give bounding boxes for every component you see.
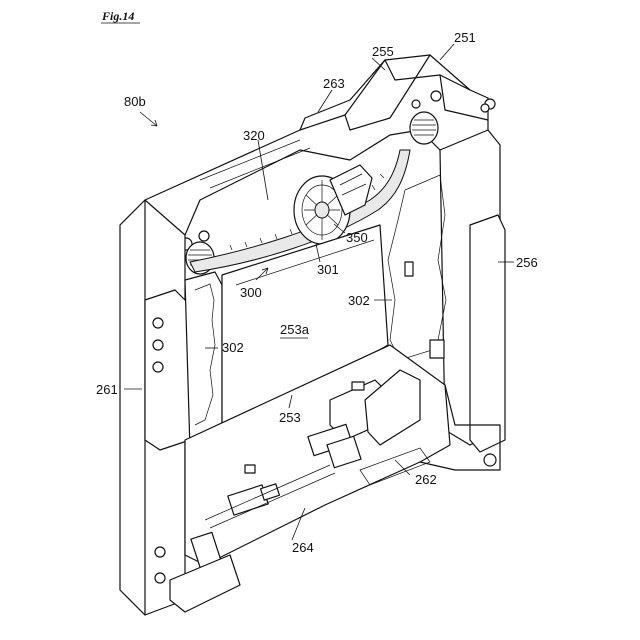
- label-262: 262: [415, 472, 437, 487]
- label-350: 350: [346, 230, 368, 245]
- label-261: 261: [96, 382, 118, 397]
- label-301: 301: [317, 262, 339, 277]
- label-253a: 253a: [280, 322, 310, 337]
- label-80b: 80b: [124, 94, 146, 109]
- right-vent-grille: [410, 112, 438, 144]
- label-302-left: 302: [222, 340, 244, 355]
- label-264: 264: [292, 540, 314, 555]
- figure-title: Fig.14: [101, 9, 134, 23]
- label-253: 253: [279, 410, 301, 425]
- label-263: 263: [323, 76, 345, 91]
- label-300: 300: [240, 285, 262, 300]
- label-255: 255: [372, 44, 394, 59]
- label-302-right: 302: [348, 293, 370, 308]
- label-256: 256: [516, 255, 538, 270]
- label-251: 251: [454, 30, 476, 45]
- label-320: 320: [243, 128, 265, 143]
- housing-assembly: [120, 55, 505, 615]
